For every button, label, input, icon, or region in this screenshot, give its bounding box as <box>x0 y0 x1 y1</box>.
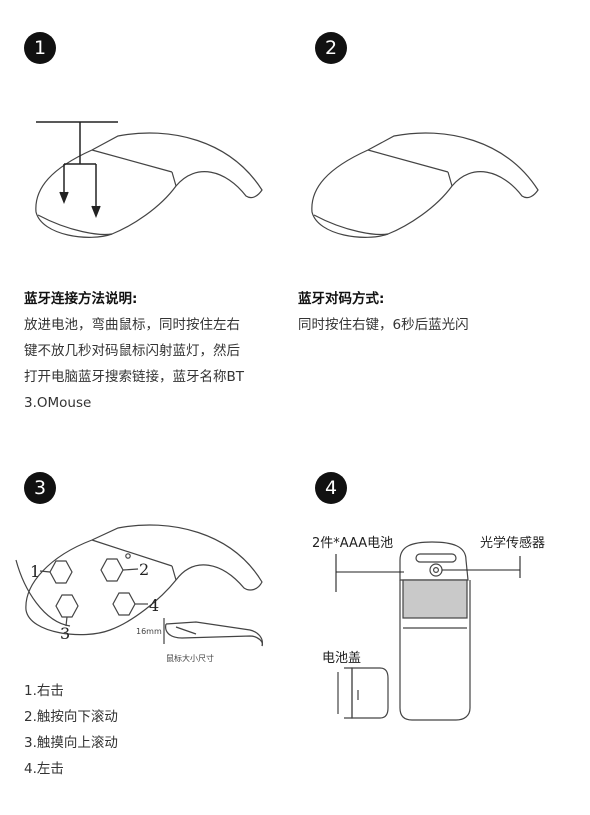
arc-mouse-bent-illustration <box>35 132 263 238</box>
size-caption: 鼠标大小尺寸 <box>166 654 214 663</box>
list-item: 2.触按向下滚动 <box>24 709 118 725</box>
step-3-list: 1.右击 2.触按向下滚动 3.触摸向上滚动 4.左击 <box>24 678 274 782</box>
step-1-line: 打开电脑蓝牙搜索链接，蓝牙名称BT <box>24 369 245 385</box>
step-1-line: 放进电池，弯曲鼠标，同时按住左右 <box>24 317 240 333</box>
step-1-badge: 1 <box>24 32 56 64</box>
zone-label-2: 2 <box>139 560 150 579</box>
touch-zones-mouse-illustration <box>15 524 263 636</box>
battery-cover-illustration <box>337 667 389 719</box>
step-1-line: 键不放几秒对码鼠标闪射蓝灯，然后 <box>24 343 240 359</box>
arc-mouse-illustration <box>311 132 539 238</box>
battery-label: 2件*AAA电池 <box>312 536 394 551</box>
mouse-side-dimension-illustration <box>163 618 263 647</box>
zone-label-3: 3 <box>60 624 71 643</box>
list-item: 3.触摸向上滚动 <box>24 735 118 751</box>
step-1-text: 蓝牙连接方法说明: 放进电池，弯曲鼠标，同时按住左右 键不放几秒对码鼠标闪射蓝灯… <box>24 286 294 416</box>
list-item: 1.右击 <box>24 683 64 699</box>
dimension-label: 16mm <box>136 627 162 636</box>
zone-label-1: 1 <box>30 562 41 581</box>
list-item: 4.左击 <box>24 761 64 777</box>
step-1-line: 3.OMouse <box>24 395 92 411</box>
step-2-line: 同时按住右键，6秒后蓝光闪 <box>298 317 469 333</box>
step-2-heading: 蓝牙对码方式: <box>298 291 385 307</box>
cover-label: 电池盖 <box>322 651 362 666</box>
zone-label-4: 4 <box>149 596 160 615</box>
leader-lines <box>335 554 521 592</box>
step-1-heading: 蓝牙连接方法说明: <box>24 291 138 307</box>
zone-hexagons-icon <box>39 558 148 627</box>
step-4-badge: 4 <box>315 472 347 504</box>
step-3-badge: 3 <box>24 472 56 504</box>
sensor-label: 光学传感器 <box>480 536 546 551</box>
mouse-underside-illustration <box>399 541 471 721</box>
step-2-badge: 2 <box>315 32 347 64</box>
step-2-text: 蓝牙对码方式: 同时按住右键，6秒后蓝光闪 <box>298 286 568 338</box>
press-arrows-icon <box>36 121 118 219</box>
